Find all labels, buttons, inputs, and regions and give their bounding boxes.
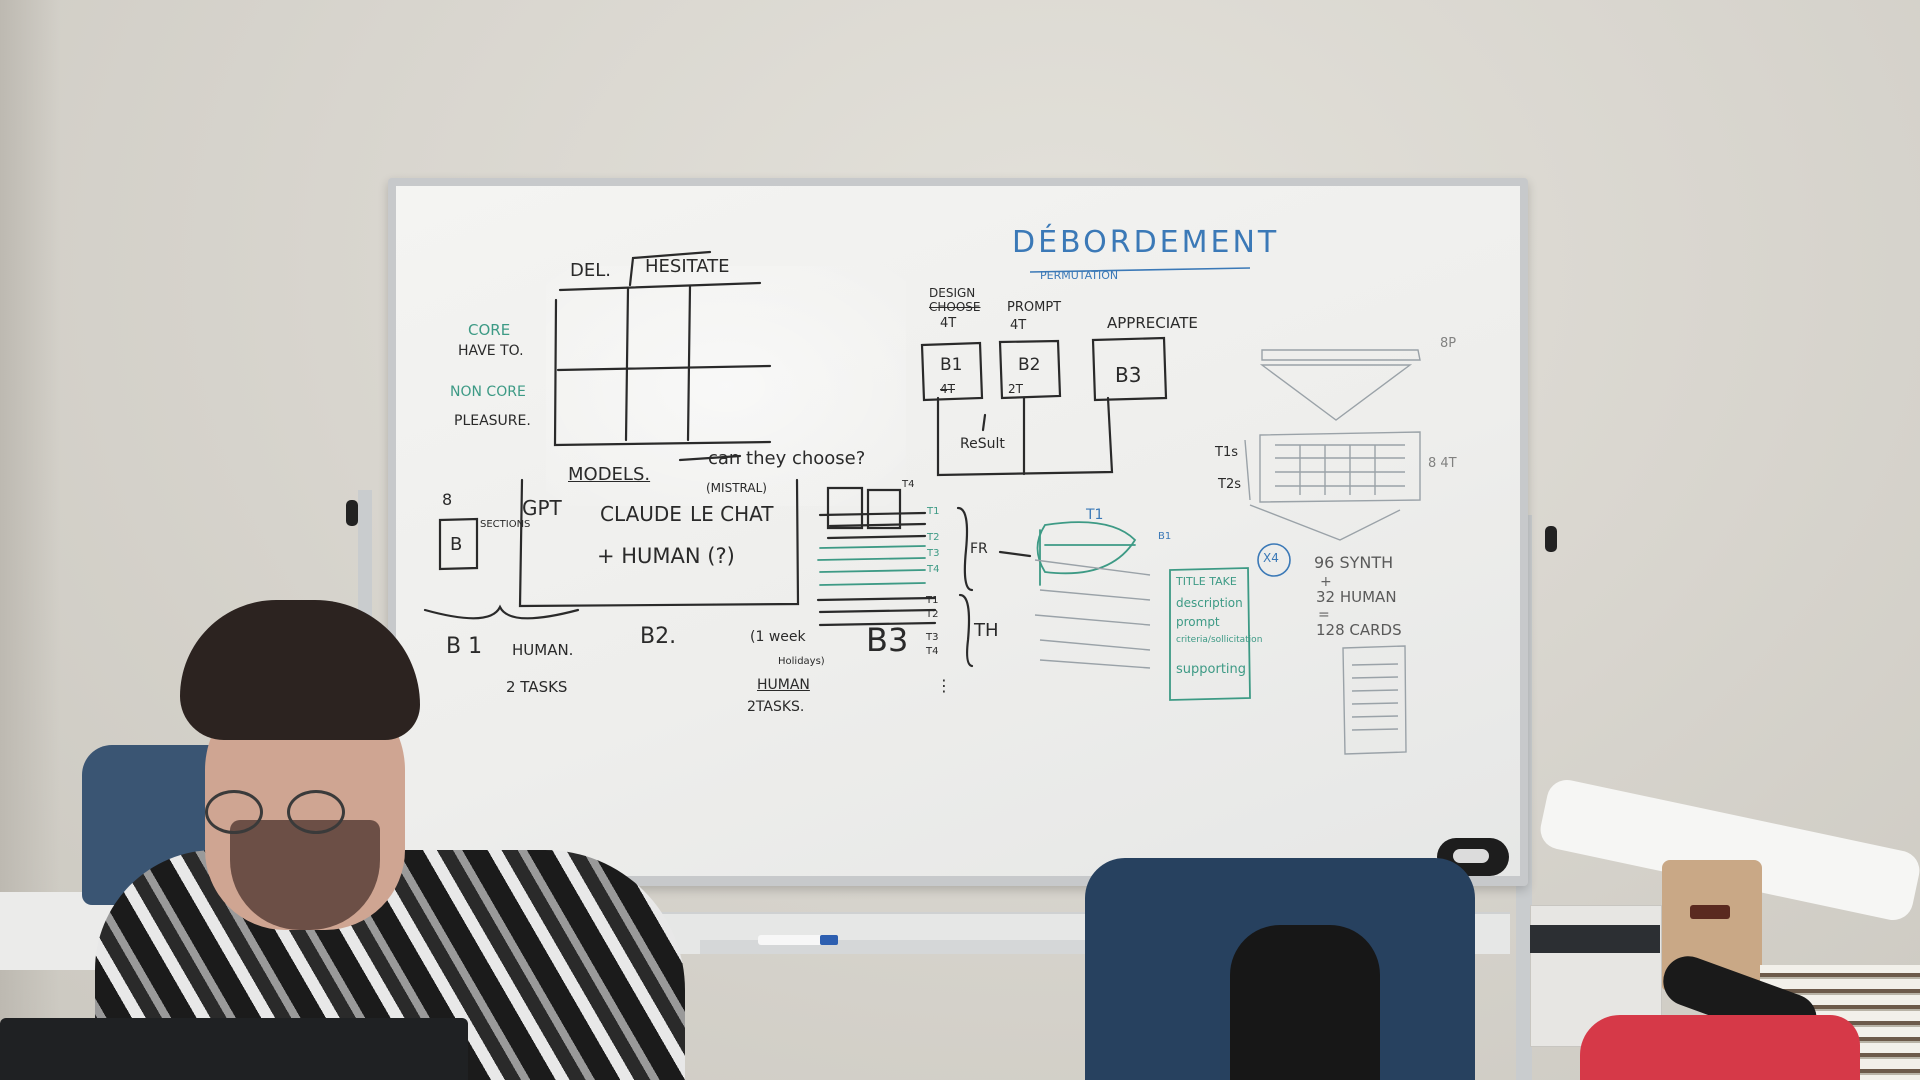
lower-week: (1 week [750,629,806,645]
sketch-t1: T1 [1086,507,1104,523]
matrix-col-hesitate: HESITATE [645,256,730,277]
fr-t3: T3 [927,548,940,559]
th-dots: ⋮ [936,676,952,695]
lower-human-2: HUMAN [757,677,810,693]
marker-icon [758,935,838,945]
prompt-label: PROMPT [1007,300,1062,315]
right-x4: X4 [1263,551,1279,565]
fr-t1: T1 [927,506,940,517]
prompt-4t: 4T [1010,318,1027,333]
sketch-b1: B1 [1158,531,1172,542]
marker-cap [820,935,838,945]
matrix-row-core: CORE [468,321,511,339]
person-beard [230,820,380,930]
lower-b1-tasks: 2 TASKS [506,678,568,696]
box-b2-sub: 2T [1008,382,1023,396]
printer-box-stripe [1530,925,1660,953]
matrix-col-del: DEL. [570,260,611,281]
right-b4t: 8 4T [1428,456,1457,471]
box-b1: B1 [940,355,963,375]
models-claude: CLAUDE [600,502,682,526]
models-eight: 8 [442,490,453,509]
whiteboard [396,186,1520,876]
lower-b3: B3 [866,621,909,659]
appreciate-label: APPRECIATE [1107,314,1198,332]
card-prompt: prompt [1176,615,1220,629]
lower-holidays: Holidays) [778,656,825,667]
models-mistral: (MISTRAL) [706,481,767,495]
design-choose: CHOOSE [929,300,981,314]
design-4t: 4T [940,316,957,331]
fr-t4: T4 [927,564,940,575]
matrix-row-have-to: HAVE TO. [458,343,524,359]
box-b1-sub: 4T [940,382,955,396]
t4-top: T4 [902,479,915,490]
models-header: MODELS. [568,464,651,485]
th-t1: T1 [926,595,939,606]
right-cards: 128 CARDS [1316,621,1402,639]
right-plus: + [1320,574,1332,590]
right-synth: 96 SYNTH [1314,553,1394,572]
models-le-chat: LE CHAT [690,502,774,526]
matrix-row-non-core: NON CORE [450,384,526,400]
board-title: DÉBORDEMENT [1012,225,1280,260]
models-human: + HUMAN (?) [597,544,735,568]
lang-fr: FR [970,541,988,557]
th-t4: T4 [926,646,939,657]
th-t3: T3 [926,632,939,643]
design-label: DESIGN [929,286,976,300]
glasses-icon [205,790,365,834]
box-b3: B3 [1115,363,1142,387]
light-glare [546,266,906,506]
models-sections: SECTIONS [480,519,531,530]
eraser-pad [1453,849,1489,863]
red-cloth [1580,1015,1860,1080]
coffee-bag-logo [1690,905,1730,919]
stand-knob-right [1545,526,1557,552]
monitor [0,1018,468,1080]
office-chair-mesh [1230,925,1380,1080]
card-description: description [1176,596,1243,610]
right-t1s: T1s [1215,445,1238,460]
right-bp: 8P [1440,336,1457,351]
lower-b1: B 1 [446,634,483,659]
models-question: can they choose? [708,448,866,469]
right-t2s: T2s [1218,477,1241,492]
glasses-lens-right [287,790,345,834]
matrix-row-pleasure: PLEASURE. [454,413,531,429]
glasses-lens-left [205,790,263,834]
fr-t2: T2 [927,532,940,543]
lower-b2: B2. [640,624,677,649]
stand-knob-left [346,500,358,526]
result-label: ReSult [960,436,1005,452]
card-criteria: criteria/sollicitation [1176,635,1263,645]
models-gpt: GPT [522,496,562,520]
lower-tasks-2: 2TASKS. [747,699,805,715]
lang-th: TH [974,620,999,641]
card-title: TITLE TAKE [1176,575,1237,588]
box-b2: B2 [1018,355,1041,375]
lower-b1-human: HUMAN. [512,641,574,659]
right-human: 32 HUMAN [1316,588,1397,606]
models-b-box: B [450,534,463,555]
th-t2: T2 [926,609,939,620]
card-supporting: supporting [1176,662,1247,677]
right-eq: = [1318,607,1330,623]
board-subtitle: PERMUTATION [1040,269,1119,282]
person-hair [180,600,420,740]
